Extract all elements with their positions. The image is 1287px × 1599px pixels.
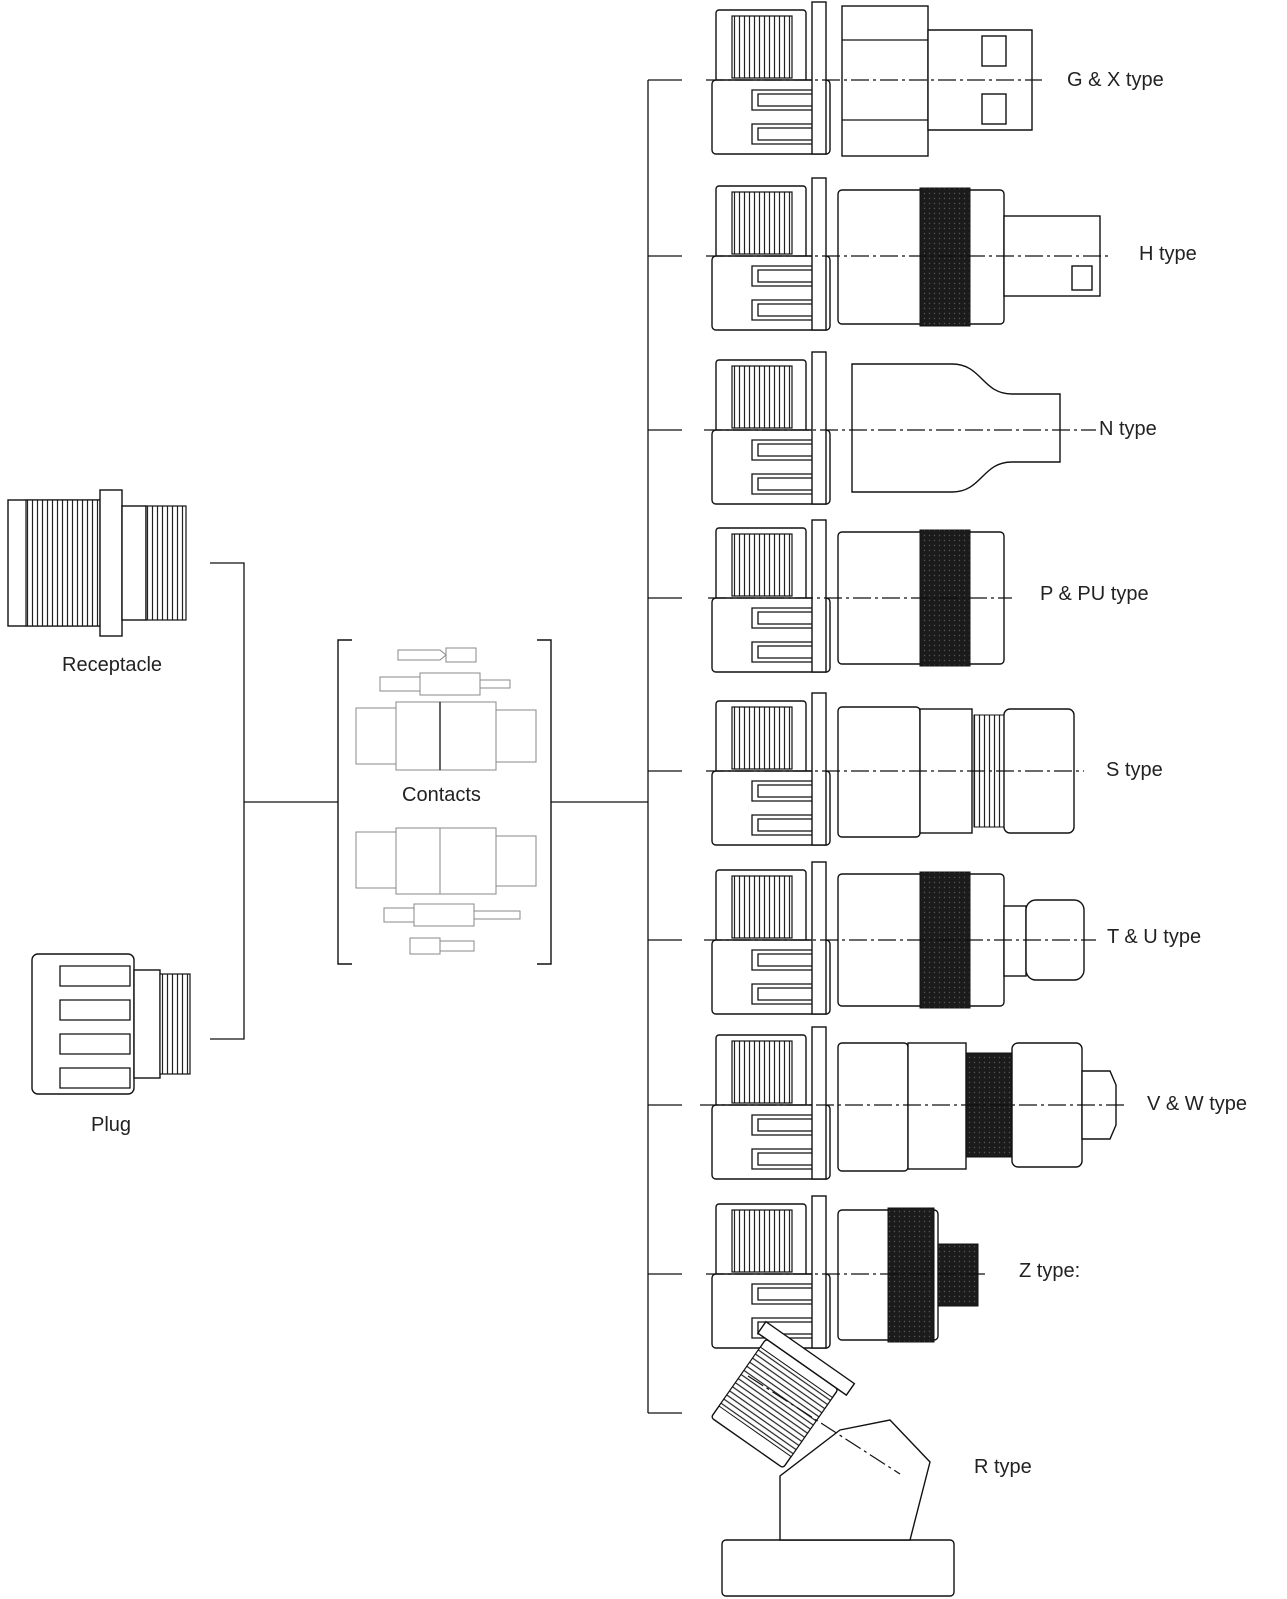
receptacle-drawing bbox=[8, 490, 186, 636]
v-w-type-drawing bbox=[700, 1027, 1124, 1179]
r-type-drawing bbox=[703, 1322, 954, 1596]
s-type-drawing bbox=[706, 693, 1084, 845]
type-label-s: S type bbox=[1106, 759, 1163, 782]
contacts-label: Contacts bbox=[402, 784, 481, 807]
plug-drawing bbox=[32, 954, 190, 1094]
type-label-t-u: T & U type bbox=[1107, 926, 1201, 949]
h-type-drawing bbox=[706, 178, 1110, 330]
plug-label: Plug bbox=[91, 1114, 131, 1137]
type-label-g-x: G & X type bbox=[1067, 69, 1164, 92]
n-type-drawing bbox=[704, 352, 1096, 504]
type-label-r: R type bbox=[974, 1456, 1032, 1479]
z-type-drawing bbox=[706, 1196, 988, 1348]
type-label-h: H type bbox=[1139, 243, 1197, 266]
g-x-type-drawing bbox=[706, 2, 1042, 156]
t-u-type-drawing bbox=[704, 862, 1096, 1014]
type-label-p-pu: P & PU type bbox=[1040, 583, 1149, 606]
type-label-z: Z type: bbox=[1019, 1260, 1080, 1283]
receptacle-label: Receptacle bbox=[62, 654, 162, 677]
type-label-n: N type bbox=[1099, 418, 1157, 441]
p-pu-type-drawing bbox=[708, 520, 1012, 672]
type-label-v-w: V & W type bbox=[1147, 1093, 1247, 1116]
